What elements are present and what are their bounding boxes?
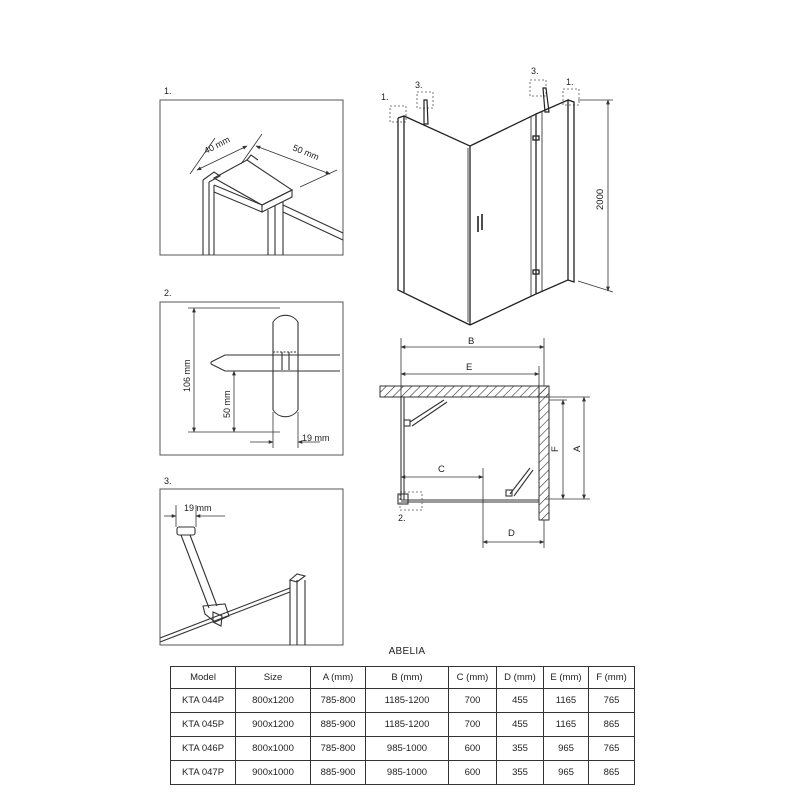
right-stabilizer — [542, 87, 550, 113]
cell-e: 1165 — [543, 688, 589, 713]
plan-label-E: E — [466, 362, 472, 373]
cell-a: 785-800 — [310, 736, 366, 761]
header-d: D (mm) — [496, 666, 544, 689]
table-row: KTA 047P 900x1000 885-900 985-1000 600 3… — [170, 760, 635, 785]
detail-2-dim-50: 50 mm — [222, 390, 232, 418]
header-a: A (mm) — [310, 666, 366, 689]
cell-f: 765 — [588, 736, 635, 761]
table-row: KTA 046P 800x1000 785-800 985-1000 600 3… — [170, 736, 635, 761]
front-view: 1. 3. 3. 1. — [381, 66, 614, 326]
side-wall — [538, 385, 550, 521]
plan-dimension-lines — [400, 338, 590, 548]
table-row: KTA 045P 900x1200 885-900 1185-1200 700 … — [170, 712, 635, 737]
detail-3-stabilizer-bar — [176, 526, 230, 627]
plan-label-A: A — [572, 445, 583, 452]
door-panel — [469, 112, 540, 326]
cell-size: 800x1200 — [235, 688, 311, 713]
height-dimension — [577, 99, 614, 293]
detail-1-dimensions — [189, 133, 338, 188]
plan-label-2: 2. — [398, 513, 406, 523]
cell-model: KTA 044P — [170, 688, 236, 713]
cell-e: 965 — [543, 760, 589, 785]
cell-b: 985-1000 — [365, 760, 449, 785]
cell-e: 1165 — [543, 712, 589, 737]
spec-table-header-row: Model Size A (mm) B (mm) C (mm) D (mm) E… — [170, 666, 635, 689]
cell-model: KTA 046P — [170, 736, 236, 761]
callout-3-left: 3. — [415, 80, 423, 90]
detail-2-frame — [159, 301, 344, 456]
cell-f: 765 — [588, 688, 635, 713]
header-b: B (mm) — [365, 666, 449, 689]
cell-f: 865 — [588, 760, 635, 785]
cell-b: 1185-1200 — [365, 688, 449, 713]
plan-label-D: D — [508, 528, 515, 539]
detail-3-dim-19: 19 mm — [184, 503, 212, 513]
callout-1-right: 1. — [566, 77, 574, 87]
cell-d: 355 — [496, 760, 544, 785]
detail-3-frame — [159, 488, 344, 646]
detail-2: 2. 106 mm 50 mm 19 m — [159, 288, 344, 456]
detail-1: 1. 40 mm 50 mm — [159, 86, 344, 256]
detail-2-glass — [210, 354, 340, 372]
header-size: Size — [235, 666, 311, 689]
detail-1-number: 1. — [164, 86, 172, 96]
cell-size: 900x1200 — [235, 712, 311, 737]
detail-3-number: 3. — [164, 476, 172, 486]
cell-model: KTA 045P — [170, 712, 236, 737]
cell-d: 455 — [496, 688, 544, 713]
detail-3-panel — [159, 573, 307, 645]
header-f: F (mm) — [588, 666, 635, 689]
detail-1-dim-40: 40 mm — [202, 134, 231, 155]
detail-1-dim-50: 50 mm — [291, 143, 320, 163]
callout-3-right: 3. — [531, 66, 539, 76]
cell-a: 785-800 — [310, 688, 366, 713]
cell-b: 985-1000 — [365, 736, 449, 761]
detail-2-dimensions — [188, 307, 320, 448]
cell-a: 885-900 — [310, 760, 366, 785]
cell-size: 800x1000 — [235, 736, 311, 761]
cell-d: 455 — [496, 712, 544, 737]
callout-2-box — [399, 491, 423, 511]
cell-c: 600 — [448, 736, 497, 761]
cell-size: 900x1000 — [235, 760, 311, 785]
header-e: E (mm) — [543, 666, 589, 689]
header-c: C (mm) — [448, 666, 497, 689]
spec-table: Model Size A (mm) B (mm) C (mm) D (mm) E… — [170, 666, 635, 785]
cell-c: 700 — [448, 712, 497, 737]
detail-1-frame — [159, 99, 344, 256]
detail-1-profile — [202, 154, 344, 255]
cell-b: 1185-1200 — [365, 712, 449, 737]
detail-3-dimensions — [164, 505, 225, 527]
plan-label-F: F — [550, 446, 561, 452]
detail-2-dim-19: 19 mm — [302, 433, 330, 443]
plan-panels — [397, 397, 539, 505]
left-stabilizer — [423, 99, 429, 125]
rear-wall — [379, 385, 550, 398]
cell-c: 700 — [448, 688, 497, 713]
spec-table-title: ABELIA — [388, 646, 426, 657]
table-row: KTA 044P 800x1200 785-800 1185-1200 700 … — [170, 688, 635, 713]
height-label: 2000 — [595, 189, 606, 210]
header-model: Model — [170, 666, 236, 689]
cell-d: 355 — [496, 736, 544, 761]
plan-view: B E C D F A 2. — [379, 336, 590, 548]
left-fixed-panel — [397, 115, 471, 326]
cell-f: 865 — [588, 712, 635, 737]
detail-2-dim-106: 106 mm — [182, 359, 192, 392]
callout-1-left: 1. — [381, 92, 389, 102]
front-view-callouts: 1. 3. 3. 1. — [381, 66, 580, 123]
detail-2-hinge — [272, 314, 299, 418]
detail-3: 3. 19 mm — [159, 476, 344, 646]
cell-a: 885-900 — [310, 712, 366, 737]
detail-2-number: 2. — [164, 288, 172, 298]
cell-model: KTA 047P — [170, 760, 236, 785]
cell-c: 600 — [448, 760, 497, 785]
plan-label-C: C — [438, 464, 445, 475]
cell-e: 965 — [543, 736, 589, 761]
right-fixed-panel — [535, 99, 575, 295]
plan-label-B: B — [468, 336, 474, 347]
